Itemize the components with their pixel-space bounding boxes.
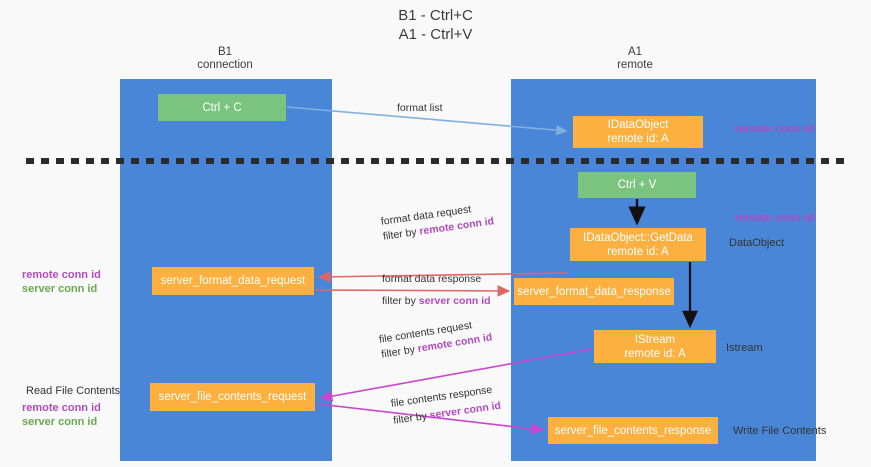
annotation-server-conn-id: server conn id bbox=[22, 416, 98, 428]
edge-label-file-contents-response: file contents response filter by server … bbox=[390, 382, 502, 428]
edge-label-format-data-response: format data response filter by server co… bbox=[382, 272, 491, 308]
node-server-format-data-request[interactable]: server_format_data_request bbox=[152, 267, 314, 295]
annotation-server-conn-id: server conn id bbox=[22, 283, 98, 295]
section-divider bbox=[26, 158, 846, 164]
edge-label-file-contents-request: file contents request filter by remote c… bbox=[378, 315, 493, 361]
edge-label-format-list: format list bbox=[397, 102, 443, 114]
node-server-file-contents-response[interactable]: server_file_contents_response bbox=[548, 417, 718, 444]
node-idataobject[interactable]: IDataObject remote id: A bbox=[573, 116, 703, 148]
node-server-format-data-response[interactable]: server_format_data_response bbox=[514, 278, 674, 305]
annotation-istream: Istream bbox=[726, 342, 763, 354]
node-server-file-contents-request[interactable]: server_file_contents_request bbox=[150, 383, 315, 411]
annotation-left-conn-ids-bottom: remote conn id server conn id bbox=[22, 401, 101, 429]
edge-label-format-data-response-line2: filter by server conn id bbox=[382, 294, 491, 308]
filter-prefix: filter by bbox=[382, 295, 419, 307]
node-istream[interactable]: IStream remote id: A bbox=[594, 330, 716, 363]
node-ctrl-v[interactable]: Ctrl + V bbox=[578, 172, 696, 198]
filter-prefix: filter by bbox=[382, 225, 421, 243]
annotation-write-file-contents: Write File Contents bbox=[733, 425, 827, 437]
annotation-remote-conn-id-mid: remote conn id bbox=[735, 212, 814, 224]
column-header-a1: A1 remote bbox=[617, 46, 653, 71]
annotation-dataobject: DataObject bbox=[729, 237, 785, 249]
page-title: B1 - Ctrl+C A1 - Ctrl+V bbox=[398, 7, 473, 43]
edge-label-format-data-response-line1: format data response bbox=[382, 273, 482, 285]
edge-label-format-data-request: format data request filter by remote con… bbox=[380, 199, 495, 243]
annotation-read-file-contents: Read File Contents bbox=[26, 385, 121, 397]
annotation-left-conn-ids-mid: remote conn id server conn id bbox=[22, 268, 101, 296]
filter-key-server-conn-id: server conn id bbox=[418, 295, 491, 307]
annotation-remote-conn-id: remote conn id bbox=[22, 402, 101, 414]
annotation-remote-conn-id-top: remote conn id bbox=[735, 123, 814, 135]
filter-prefix: filter by bbox=[392, 409, 431, 427]
annotation-remote-conn-id: remote conn id bbox=[22, 269, 101, 281]
node-idataobject-getdata[interactable]: IDataObject::GetData remote id: A bbox=[570, 228, 706, 261]
node-ctrl-c[interactable]: Ctrl + C bbox=[158, 94, 286, 121]
column-header-b1: B1 connection bbox=[197, 46, 253, 71]
